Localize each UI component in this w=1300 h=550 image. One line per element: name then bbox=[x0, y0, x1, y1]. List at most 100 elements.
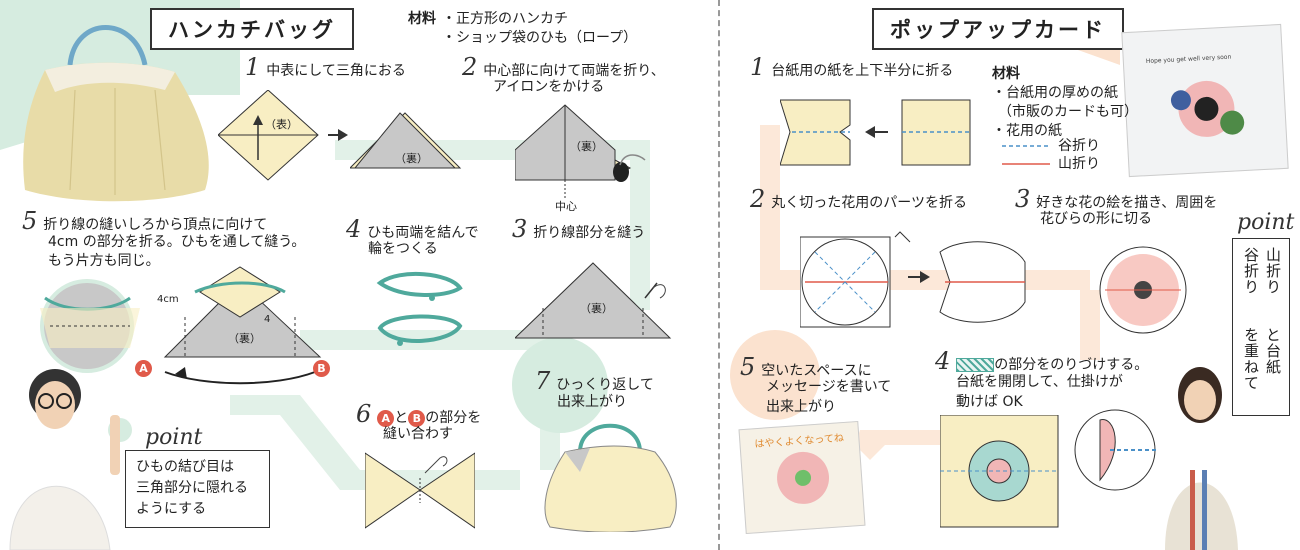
right-material-1: ・台紙用の厚めの紙 bbox=[992, 85, 1118, 101]
point-v-mountain: 山折り bbox=[1264, 247, 1282, 295]
left-material-1: ・正方形のハンカチ bbox=[442, 11, 568, 27]
right-material-3: ・花用の紙 bbox=[992, 123, 1062, 139]
point-v-4: を重ねて bbox=[1242, 327, 1260, 391]
right-material-2: （市販のカードも可） bbox=[998, 104, 1138, 120]
step2-diagram bbox=[515, 104, 646, 200]
right-step-4: 4 の部分をのりづけする。 bbox=[935, 349, 1149, 375]
step-number: 6 bbox=[356, 400, 372, 428]
step-number: 3 bbox=[1015, 185, 1031, 213]
left-material-2: ・ショップ袋のひも（ロープ） bbox=[442, 30, 638, 46]
right-step4-detail bbox=[1074, 409, 1158, 491]
label-center: 中心 bbox=[555, 200, 577, 213]
rope-loops-diagram bbox=[376, 271, 463, 346]
step5-diagram bbox=[163, 266, 322, 385]
step-number: 5 bbox=[22, 207, 38, 235]
right-background-art bbox=[730, 20, 1120, 460]
left-step-6-line2: 縫い合わす bbox=[383, 426, 453, 442]
step-text: ひも両端を結んで bbox=[367, 225, 479, 241]
step5-detail-circle bbox=[40, 279, 140, 373]
right-step-4-line2: 台紙を開閉して、仕掛けが bbox=[956, 374, 1123, 390]
step-text: の部分をのりづけする。 bbox=[994, 357, 1149, 373]
step-text: 台紙用の紙を上下半分に折る bbox=[771, 63, 954, 79]
left-step-3: 3 折り線部分を縫う bbox=[512, 217, 646, 243]
step6-diagram bbox=[365, 452, 475, 529]
step1-folded-diagram bbox=[350, 112, 462, 169]
finished-bag-diagram bbox=[544, 423, 677, 532]
step-text: 空いたスペースに bbox=[761, 363, 872, 379]
left-step-7: 7 ひっくり返して bbox=[535, 369, 654, 395]
instructor-photo-left bbox=[9, 369, 120, 550]
page-divider bbox=[718, 0, 720, 550]
instructor-photo-right bbox=[1165, 367, 1238, 550]
step-text: 折り線部分を縫う bbox=[533, 225, 646, 241]
left-step-5-line2: 4cm の部分を折る。ひもを通して縫う。 bbox=[48, 234, 306, 250]
step-number: 7 bbox=[535, 367, 551, 395]
marker-b-inline: B bbox=[408, 410, 426, 427]
step-text: 好きな花の絵を描き、周囲を bbox=[1036, 195, 1218, 211]
card-photo-text: Hope you get well very soon bbox=[1145, 53, 1232, 66]
step-number: 3 bbox=[512, 215, 528, 243]
right-step1-diagram bbox=[780, 99, 971, 166]
right-point-box: 山折り 谷折り と台紙 を重ねて bbox=[1232, 238, 1290, 416]
point-line-1: ひもの結び目は bbox=[136, 459, 234, 475]
left-materials-label: 材料 bbox=[408, 11, 436, 27]
point-v-valley: 谷折り bbox=[1242, 247, 1260, 295]
left-step-4-line2: 輪をつくる bbox=[368, 241, 438, 257]
point-line-2: 三角部分に隠れる bbox=[136, 480, 248, 496]
right-point-label: point bbox=[1237, 210, 1295, 235]
label-back-3: （裏） bbox=[580, 302, 613, 315]
step-number: 2 bbox=[750, 185, 766, 213]
left-title: ハンカチバッグ bbox=[150, 8, 354, 50]
step1-diagram bbox=[218, 90, 348, 181]
point-v-3: と台紙 bbox=[1264, 327, 1282, 375]
step-text: 中心部に向けて両端を折り、 bbox=[483, 63, 665, 79]
step-6-to: と bbox=[394, 410, 409, 426]
left-point-label: point bbox=[145, 425, 203, 450]
step-number: 5 bbox=[740, 353, 756, 381]
step-text: 中表にして三角におる bbox=[266, 63, 406, 79]
finished-card: はやくよくなってね bbox=[738, 420, 866, 535]
right-step-5: 5 空いたスペースに bbox=[740, 355, 872, 381]
left-step-5-line3: もう片方も同じ。 bbox=[48, 253, 160, 269]
bag-photo bbox=[23, 25, 209, 202]
label-back-1: （裏） bbox=[395, 152, 428, 165]
left-step-7-line2: 出来上がり bbox=[557, 394, 627, 410]
left-step-1: 1 中表にして三角におる bbox=[245, 55, 406, 81]
label-four: 4 bbox=[264, 314, 271, 325]
card-photo-flower bbox=[1170, 80, 1245, 137]
point-line-3: ようにする bbox=[136, 501, 207, 517]
step3-diagram bbox=[515, 262, 672, 339]
right-step-2: 2 丸く切った花用のパーツを折る bbox=[750, 187, 968, 213]
marker-a-inline: A bbox=[377, 410, 395, 427]
step-text: 折り線の縫いしろから頂点に向けて bbox=[43, 217, 268, 233]
card-flower bbox=[777, 451, 830, 504]
legend-mountain: 山折り bbox=[1058, 156, 1100, 172]
fold-legend-lines bbox=[1002, 145, 1050, 165]
legend-valley: 谷折り bbox=[1058, 138, 1100, 154]
right-step-4-line3: 動けば OK bbox=[956, 394, 1023, 410]
step-text: 丸く切った花用のパーツを折る bbox=[771, 195, 968, 211]
step-number: 1 bbox=[245, 53, 261, 81]
left-point-box: ひもの結び目は 三角部分に隠れる ようにする bbox=[125, 450, 270, 528]
marker-b: B bbox=[313, 360, 330, 377]
label-back-2: （裏） bbox=[570, 140, 603, 153]
right-step3-flower bbox=[1099, 246, 1187, 334]
label-four-cm: 4cm bbox=[157, 294, 179, 305]
right-step-3: 3 好きな花の絵を描き、周囲を bbox=[1015, 187, 1218, 213]
right-step-5-line2: メッセージを書いて bbox=[766, 379, 892, 395]
right-step-5-line3: 出来上がり bbox=[766, 399, 836, 415]
left-step-2-line2: アイロンをかける bbox=[493, 79, 605, 95]
right-step-1: 1 台紙用の紙を上下半分に折る bbox=[750, 55, 954, 81]
step-text: ひっくり返して bbox=[556, 377, 654, 393]
right-step4-diagram bbox=[940, 415, 1059, 528]
left-step-2: 2 中心部に向けて両端を折り、 bbox=[462, 55, 665, 81]
step-number: 4 bbox=[935, 347, 951, 375]
marker-a: A bbox=[135, 360, 152, 377]
step-number: 2 bbox=[462, 53, 478, 81]
right-title: ポップアップカード bbox=[872, 8, 1124, 50]
label-front: （表） bbox=[265, 118, 298, 131]
right-step-3-line2: 花びらの形に切る bbox=[1040, 211, 1152, 227]
step-number: 1 bbox=[750, 53, 766, 81]
